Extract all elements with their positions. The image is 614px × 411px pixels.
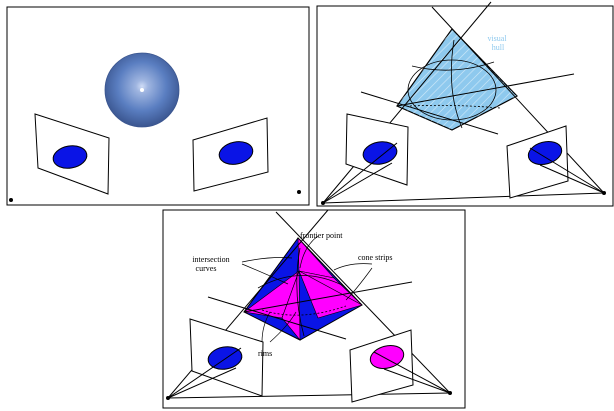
silhouette-ellipse-right-2 xyxy=(527,140,563,166)
label-intersection-line1: intersection xyxy=(192,255,229,264)
cone-line-3 xyxy=(360,91,499,135)
label-rims: rims xyxy=(258,349,272,358)
bottom-cone-line-5 xyxy=(167,392,451,399)
pointer-intersection-2 xyxy=(241,263,289,285)
cone-line-2 xyxy=(431,6,605,194)
hull-inner-curve-3 xyxy=(409,104,501,109)
silhouette-ellipse-left xyxy=(52,145,88,169)
rim-curve xyxy=(261,305,347,316)
silhouette-ellipse-left-3 xyxy=(207,346,243,370)
image-plane-left xyxy=(34,113,110,195)
bottom-cone-line-4 xyxy=(243,281,413,313)
cone-line-5 xyxy=(322,192,605,204)
panel-frame-left xyxy=(6,6,310,206)
frontier-point-panel: frontier point intersection curves cone … xyxy=(162,209,466,409)
label-frontier-point: frontier point xyxy=(300,231,343,240)
pointer-intersection-1 xyxy=(241,257,293,263)
image-plane-right xyxy=(192,117,269,192)
panel-frame-right xyxy=(316,5,614,207)
visual-hull-hatch xyxy=(397,29,517,130)
label-intersection-curves: intersection curves xyxy=(192,255,231,273)
pointer-rims-1 xyxy=(261,311,271,343)
bottom-projection-right-b xyxy=(383,368,451,394)
label-intersection-line2: curves xyxy=(196,264,217,273)
bottom-cone-line-2 xyxy=(275,211,451,394)
cone-strip-magenta-lower xyxy=(298,270,363,319)
pointer-rims-2 xyxy=(269,311,297,343)
projection-line-left-b xyxy=(322,162,393,204)
camera-center-right xyxy=(297,190,301,194)
projection-line-right-b xyxy=(539,164,605,194)
cone-line-4 xyxy=(396,73,575,107)
projection-line-left-a xyxy=(322,142,398,204)
pointer-cone-strips-2 xyxy=(345,267,373,301)
pointer-cone-strips-1 xyxy=(333,263,373,271)
bottom-projection-right-a xyxy=(373,351,451,394)
projection-line-right-a xyxy=(529,147,605,194)
single-view-sphere-panel xyxy=(6,6,310,206)
bottom-projection-left-b xyxy=(167,367,237,399)
bottom-projection-left-a xyxy=(167,347,242,399)
camera-center-left xyxy=(9,198,13,202)
cone-strip-magenta-center xyxy=(281,270,301,341)
silhouette-ellipse-right-3 xyxy=(369,344,405,370)
camera-center-right-2 xyxy=(602,191,606,195)
label-cone-strips: cone strips xyxy=(358,253,392,262)
visual-hull-panel: visual hull xyxy=(316,1,614,207)
camera-center-left-3 xyxy=(166,396,170,400)
label-visual-hull-line2: hull xyxy=(492,43,505,52)
pointer-frontier xyxy=(299,235,319,269)
hull-inner-curve-2 xyxy=(450,39,463,129)
sphere-highlight xyxy=(140,88,144,92)
panel-frame-bottom xyxy=(162,209,466,409)
camera-center-right-3 xyxy=(448,391,452,395)
cone-line-1 xyxy=(322,1,492,204)
silhouette-ellipse-right xyxy=(218,141,254,165)
camera-center-left-2 xyxy=(321,201,325,205)
intersection-curve-b xyxy=(296,247,305,337)
bottom-cone-line-3 xyxy=(207,296,347,340)
intersection-curve-a xyxy=(257,275,345,289)
label-visual-hull: visual hull xyxy=(487,34,508,52)
label-visual-hull-line1: visual xyxy=(487,34,507,43)
silhouette-ellipse-left-2 xyxy=(362,141,398,165)
